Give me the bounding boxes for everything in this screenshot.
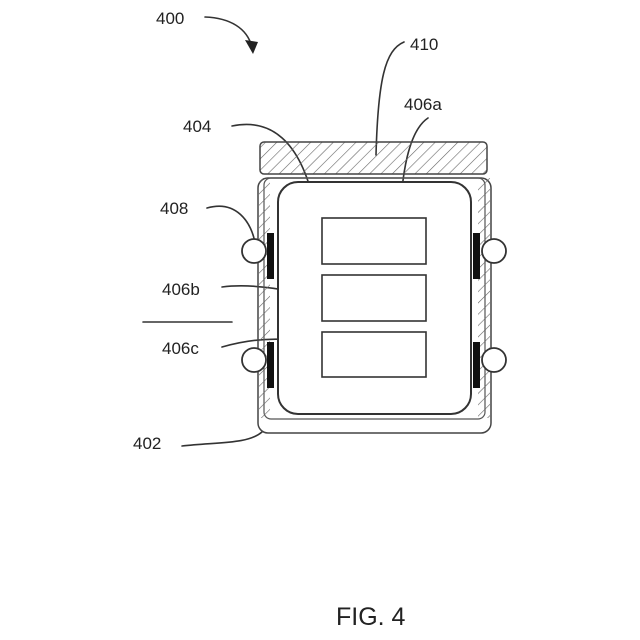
contact-strip-right-top — [473, 233, 480, 279]
label-408: 408 — [160, 199, 188, 218]
component-406c — [322, 332, 426, 377]
contact-strip-left-bottom — [267, 342, 274, 388]
arrowhead-400 — [245, 40, 258, 54]
label-406a: 406a — [404, 95, 442, 114]
contact-strip-right-bottom — [473, 342, 480, 388]
leader-402 — [182, 432, 262, 446]
label-400: 400 — [156, 9, 184, 28]
label-402: 402 — [133, 434, 161, 453]
figure-caption: FIG. 4 — [336, 603, 406, 631]
contact-strip-left-top — [267, 233, 274, 279]
circle-408-right-top — [482, 239, 506, 263]
circle-408-right-bottom — [482, 348, 506, 372]
leader-400-arrow — [205, 17, 252, 47]
label-410: 410 — [410, 35, 438, 54]
component-406a — [322, 218, 426, 264]
label-406b: 406b — [162, 280, 200, 299]
circle-408-left-bottom — [242, 348, 266, 372]
component-406b — [322, 275, 426, 321]
top-cap-410 — [260, 142, 487, 174]
label-404: 404 — [183, 117, 211, 136]
label-406c: 406c — [162, 339, 199, 358]
circle-408-left-top — [242, 239, 266, 263]
leader-410 — [376, 42, 404, 155]
